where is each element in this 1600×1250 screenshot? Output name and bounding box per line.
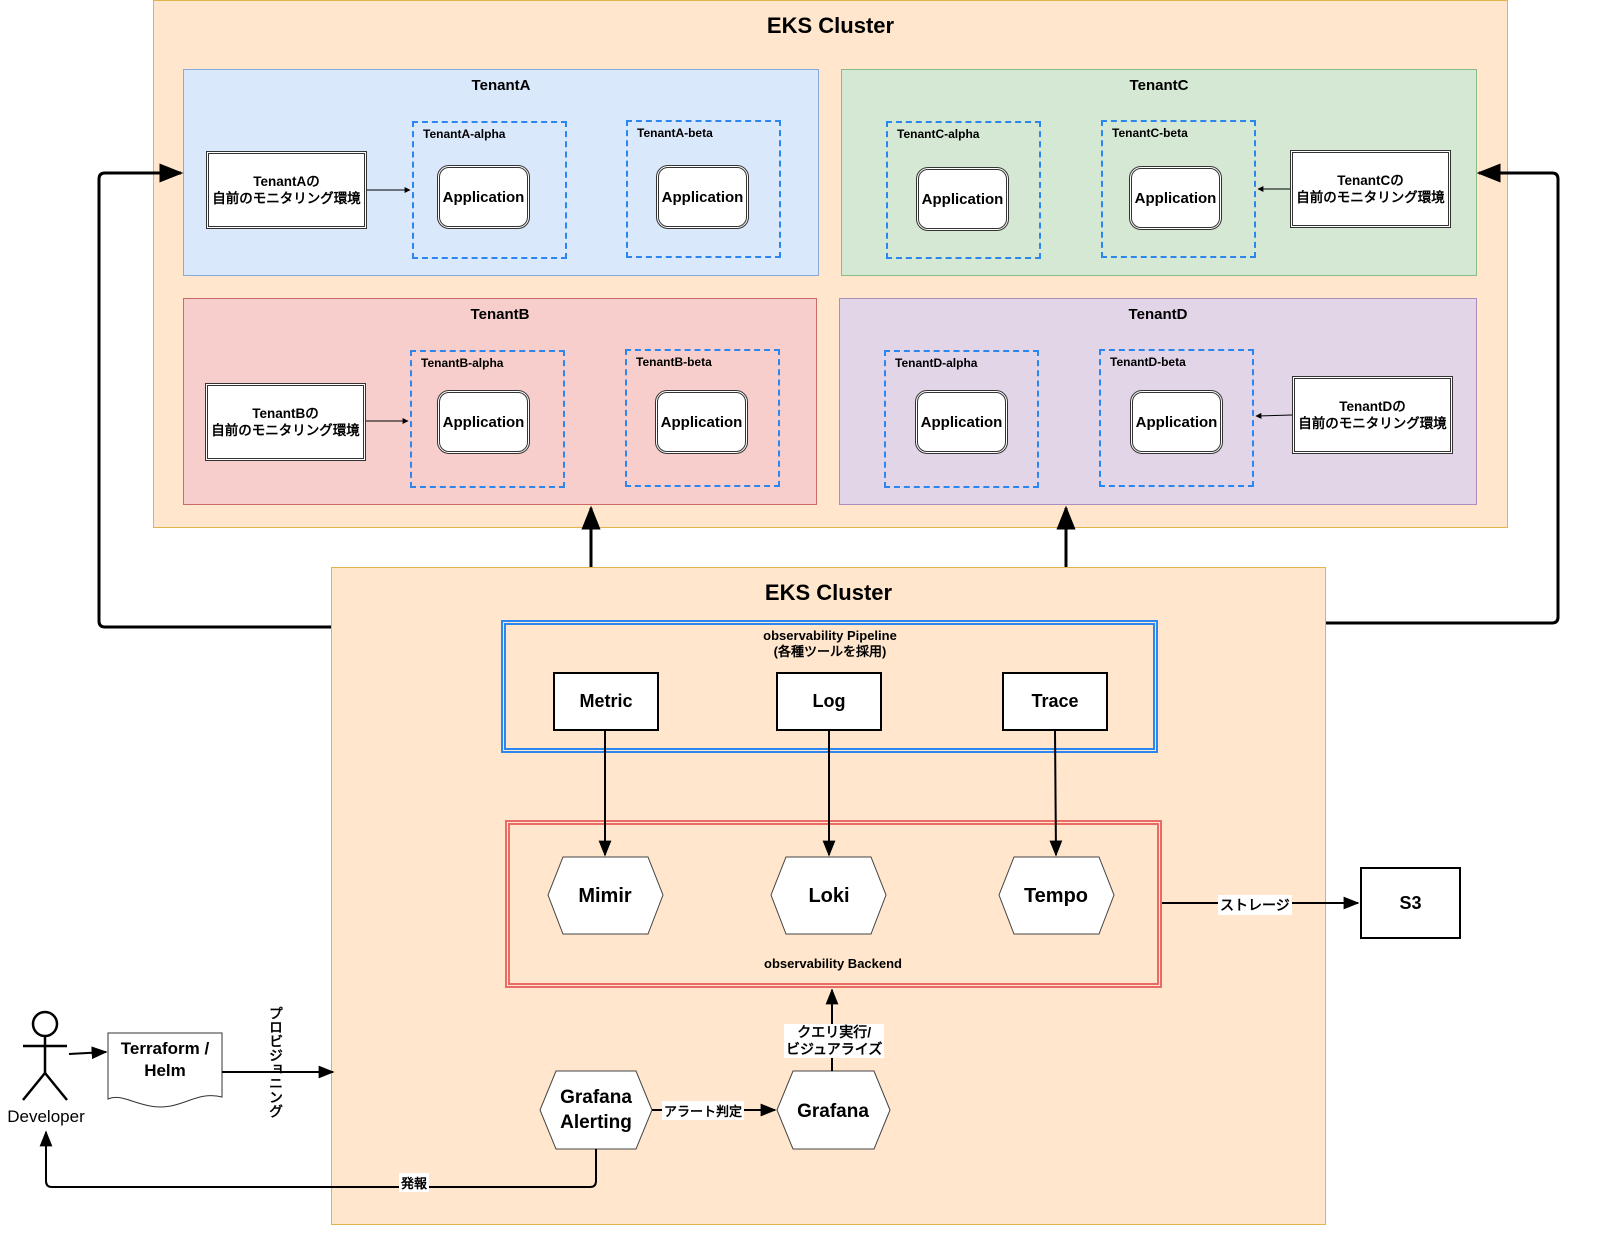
- tenant-d-alpha-label: TenantD-alpha: [895, 356, 978, 370]
- tenant-c-beta-application: Application: [1129, 166, 1222, 230]
- tenant-b-beta-namespace: TenantB-beta: [625, 349, 780, 487]
- tenant-b-beta-application: Application: [655, 390, 748, 454]
- terraform-helm-label: Terraform / Helm: [120, 1039, 210, 1080]
- tempo-hexagon: [998, 856, 1115, 935]
- trace-to-tempo-arrow: [1049, 730, 1063, 857]
- tenant-c-title: TenantC: [1129, 77, 1189, 94]
- tenant-b-title: TenantB: [470, 306, 530, 323]
- left-loop-arrow: [97, 163, 331, 629]
- tenant-a-alpha-application: Application: [437, 165, 530, 229]
- grafana-alerting-hexagon: [539, 1070, 653, 1150]
- storage-edge-label: ストレージ: [1218, 895, 1292, 915]
- tenant-c-beta-label: TenantC-beta: [1112, 126, 1188, 140]
- tenant-d-beta-label: TenantD-beta: [1110, 355, 1186, 369]
- tenant-d-title: TenantD: [1128, 306, 1188, 323]
- loki-hexagon: [770, 856, 887, 935]
- tenant-d-beta-application: Application: [1130, 390, 1223, 454]
- pipeline-title: observability Pipeline (各種ツールを採用): [763, 628, 897, 659]
- grafana-hexagon: [776, 1070, 891, 1150]
- backend-title: observability Backend: [764, 956, 902, 971]
- tenant-a-monitoring: TenantAの 自前のモニタリング環境: [206, 151, 367, 229]
- mimir-hexagon: [547, 856, 664, 935]
- tenant-a-title: TenantA: [471, 77, 531, 94]
- tenant-d-alpha-namespace: TenantD-alpha: [884, 350, 1039, 488]
- loki-label: Loki: [808, 885, 849, 907]
- tenant-c-monitoring: TenantCの 自前のモニタリング環境: [1290, 150, 1451, 228]
- tenant-b-monitoring: TenantBの 自前のモニタリング環境: [205, 383, 366, 461]
- alert-edge-label: アラート判定: [662, 1101, 745, 1120]
- tempo-label: Tempo: [1024, 885, 1088, 907]
- trace-box: Trace: [1002, 672, 1108, 731]
- tenant-c-beta-namespace: TenantC-beta: [1101, 120, 1256, 258]
- tenant-d-monitoring: TenantDの 自前のモニタリング環境: [1292, 376, 1453, 454]
- notify-arrow: [39, 1130, 597, 1188]
- observability-backend: [505, 820, 1162, 988]
- notify-edge-label: 発報: [399, 1173, 430, 1192]
- tenant-c-alpha-label: TenantC-alpha: [897, 127, 980, 141]
- developer-to-iac-arrow: [68, 1046, 108, 1060]
- metric-box: Metric: [553, 672, 659, 731]
- top-cluster-title: EKS Cluster: [766, 13, 895, 38]
- tenant-b-alpha-namespace: TenantB-alpha: [410, 350, 565, 488]
- s3-box: S3: [1360, 867, 1461, 939]
- log-box: Log: [776, 672, 882, 731]
- tenant-b-alpha-label: TenantB-alpha: [421, 356, 504, 370]
- tenant-c-alpha-namespace: TenantC-alpha: [886, 121, 1041, 259]
- tenant-a-beta-application: Application: [656, 165, 749, 229]
- grafana-alerting-label: Grafana Alerting: [560, 1087, 632, 1133]
- terraform-helm-document: [107, 1032, 223, 1108]
- tenant-d-alpha-application: Application: [915, 390, 1008, 454]
- tenant-a-beta-label: TenantA-beta: [637, 126, 713, 140]
- right-loop-arrow: [1326, 163, 1560, 625]
- tenant-b-alpha-application: Application: [437, 390, 530, 454]
- tenant-d-beta-namespace: TenantD-beta: [1099, 349, 1254, 487]
- tenant-d-monitor-arrow: [1255, 412, 1293, 419]
- tenant-a-beta-namespace: TenantA-beta: [626, 120, 781, 258]
- developer-label: Developer: [7, 1107, 85, 1126]
- tenant-b-beta-label: TenantB-beta: [636, 355, 712, 369]
- developer-actor-icon: [22, 1010, 68, 1101]
- tenant-a-alpha-label: TenantA-alpha: [423, 127, 506, 141]
- provisioning-edge-label: プロビジョニング: [268, 1006, 284, 1118]
- bottom-cluster-title: EKS Cluster: [764, 580, 893, 605]
- grafana-label: Grafana: [797, 1101, 869, 1122]
- tenant-a-alpha-namespace: TenantA-alpha: [412, 121, 567, 259]
- tenant-c-alpha-application: Application: [916, 167, 1009, 231]
- mimir-label: Mimir: [578, 885, 632, 907]
- query-edge-label: クエリ実行/ ビジュアライズ: [784, 1024, 885, 1058]
